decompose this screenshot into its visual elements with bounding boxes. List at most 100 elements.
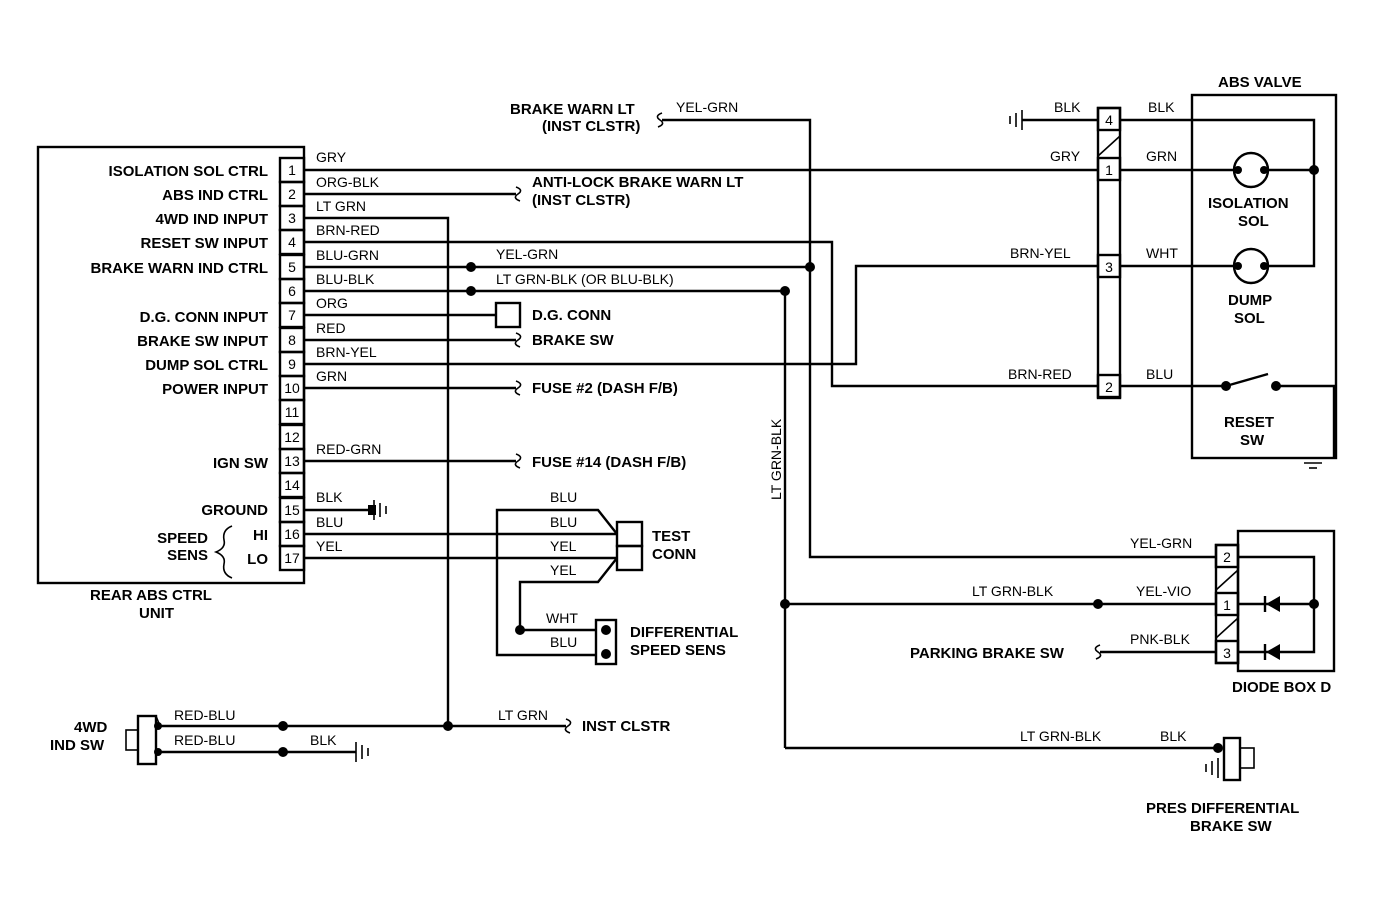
pres-diff-label-1: PRES DIFFERENTIAL [1146, 800, 1299, 817]
wires [158, 112, 1218, 754]
fourwd-ind-switch: 4WD IND SW RED-BLU RED-BLU BLK LT GRN IN… [50, 707, 670, 766]
wire-label-grn: GRN [316, 368, 347, 384]
pin-number: 1 [288, 162, 296, 178]
pin-number: 4 [288, 234, 296, 250]
wire-label-yel: YEL [316, 538, 343, 554]
pin-number: 17 [284, 550, 300, 566]
dg-conn-box [494, 301, 522, 329]
test-conn-wire-3: YEL [550, 538, 577, 554]
pin-number: 3 [288, 210, 296, 226]
label-brake-sw-input: BRAKE SW INPUT [137, 333, 268, 350]
label-brake-warn-ind-ctrl: BRAKE WARN IND CTRL [91, 260, 269, 277]
abs-valve-title: ABS VALVE [1218, 74, 1302, 91]
junction-dots [278, 165, 1319, 757]
valve-right-wht: WHT [1146, 245, 1178, 261]
dss-wire-wht: WHT [546, 610, 578, 626]
pin-number: 14 [284, 477, 300, 493]
isolation-sol-label-1: ISOLATION [1208, 195, 1289, 212]
pres-diff-brake-switch: LT GRN-BLK BLK PRES DIFFERENTIAL BRAKE S… [1020, 728, 1299, 835]
dss-label-1: DIFFERENTIAL [630, 624, 738, 641]
valve-right-blk: BLK [1148, 99, 1175, 115]
brake-warn-lt-1: BRAKE WARN LT [510, 101, 635, 118]
test-conn-wire-4: YEL [550, 562, 577, 578]
valve-left-brn-red: BRN-RED [1008, 366, 1072, 382]
dump-sol-label-2: SOL [1234, 310, 1265, 327]
diode-pin-1: 1 [1223, 597, 1231, 613]
wire-label-brn-yel: BRN-YEL [316, 344, 377, 360]
wire-label-org: ORG [316, 295, 348, 311]
reset-sw-label-2: SW [1240, 432, 1265, 449]
wire-label-blu-blk: BLU-BLK [316, 271, 375, 287]
control-unit-caption-2: UNIT [139, 605, 174, 622]
pin-number: 12 [284, 429, 300, 445]
wire-label-blk: BLK [316, 489, 343, 505]
wire-label-org-blk: ORG-BLK [316, 174, 380, 190]
label-ign-sw: IGN SW [213, 455, 269, 472]
inst-clstr-label: INST CLSTR [582, 718, 670, 735]
wire-label-gry: GRY [316, 149, 347, 165]
isolation-sol-label-2: SOL [1238, 213, 1269, 230]
test-conn-wire-1: BLU [550, 489, 577, 505]
label-speed-sens-2: SENS [167, 547, 208, 564]
pin-number: 2 [288, 186, 296, 202]
valve-pin-3: 3 [1105, 259, 1113, 275]
label-reset-sw-input: RESET SW INPUT [140, 235, 268, 252]
fuse2-label: FUSE #2 (DASH F/B) [532, 380, 678, 397]
destination-labels: BRAKE WARN LT (INST CLSTR) YEL-GRN ANTI-… [494, 99, 784, 500]
anti-lock-label-2: (INST CLSTR) [532, 192, 630, 209]
dump-sol-label-1: DUMP [1228, 292, 1272, 309]
valve-pin-4: 4 [1105, 112, 1113, 128]
ground-icon [355, 110, 1023, 762]
valve-pin-1: 1 [1105, 162, 1113, 178]
diode-icon-2 [1266, 644, 1280, 660]
dss-label-2: SPEED SENS [630, 642, 726, 659]
valve-right-grn: GRN [1146, 148, 1177, 164]
reset-sw-label-1: RESET [1224, 414, 1274, 431]
label-dg-conn-input: D.G. CONN INPUT [140, 309, 268, 326]
parking-brake-label: PARKING BRAKE SW [910, 645, 1065, 662]
valve-left-brn-yel: BRN-YEL [1010, 245, 1071, 261]
diode-left-wire: LT GRN-BLK [972, 583, 1054, 599]
inst-wire-lt-grn: LT GRN [498, 707, 548, 723]
ground-pad-1 [368, 505, 376, 515]
test-conn-wire-2: BLU [550, 514, 577, 530]
label-ground: GROUND [201, 502, 268, 519]
pin-number: 15 [284, 502, 300, 518]
pres-wire-blk: BLK [1160, 728, 1187, 744]
label-speed-lo: LO [247, 551, 268, 568]
wire-label-red: RED [316, 320, 346, 336]
label-4wd-ind-input: 4WD IND INPUT [156, 211, 269, 228]
diode-pin-3: 3 [1223, 645, 1231, 661]
label-isolation-sol-ctrl: ISOLATION SOL CTRL [109, 163, 268, 180]
pin-number: 6 [288, 283, 296, 299]
diode-wire-yel-vio: YEL-VIO [1136, 583, 1191, 599]
pin-number: 9 [288, 356, 296, 372]
fourwd-wire-1: RED-BLU [174, 707, 235, 723]
wire-label-brn-red: BRN-RED [316, 222, 380, 238]
diode-wire-pnk-blk: PNK-BLK [1130, 631, 1191, 647]
fourwd-label-2: IND SW [50, 737, 105, 754]
control-unit-caption-1: REAR ABS CTRL [90, 587, 212, 604]
pin5-yel-grn: YEL-GRN [496, 246, 558, 262]
differential-speed-sens: WHT BLU DIFFERENTIAL SPEED SENS [546, 610, 738, 666]
anti-lock-label-1: ANTI-LOCK BRAKE WARN LT [532, 174, 743, 191]
pin-number: 8 [288, 332, 296, 348]
pin-number: 16 [284, 526, 300, 542]
fourwd-wire-blk: BLK [310, 732, 337, 748]
fourwd-wire-2: RED-BLU [174, 732, 235, 748]
rear-abs-control-unit: REAR ABS CTRL UNIT 123456789101112131415… [36, 145, 381, 622]
wire-label-red-grn: RED-GRN [316, 441, 381, 457]
diode-box: 2 1 3 DIODE BOX D YEL-GRN YEL-VIO PNK-BL… [910, 529, 1336, 696]
brake-warn-lt-wire: YEL-GRN [676, 99, 738, 115]
diode-wire-yel-grn: YEL-GRN [1130, 535, 1192, 551]
pin-number: 11 [285, 404, 300, 420]
pin-number: 10 [284, 380, 300, 396]
fourwd-label-1: 4WD [74, 719, 108, 736]
abs-valve: ABS VALVE 4 1 3 2 BLK GRY BRN-YEL BRN-RE… [1008, 74, 1338, 469]
pin-number: 5 [288, 259, 296, 275]
wire-label-blu-grn: BLU-GRN [316, 247, 379, 263]
label-abs-ind-ctrl: ABS IND CTRL [162, 187, 268, 204]
test-conn-label-1: TEST [652, 528, 690, 545]
pres-diff-label-2: BRAKE SW [1190, 818, 1273, 835]
pin-number: 13 [284, 453, 300, 469]
